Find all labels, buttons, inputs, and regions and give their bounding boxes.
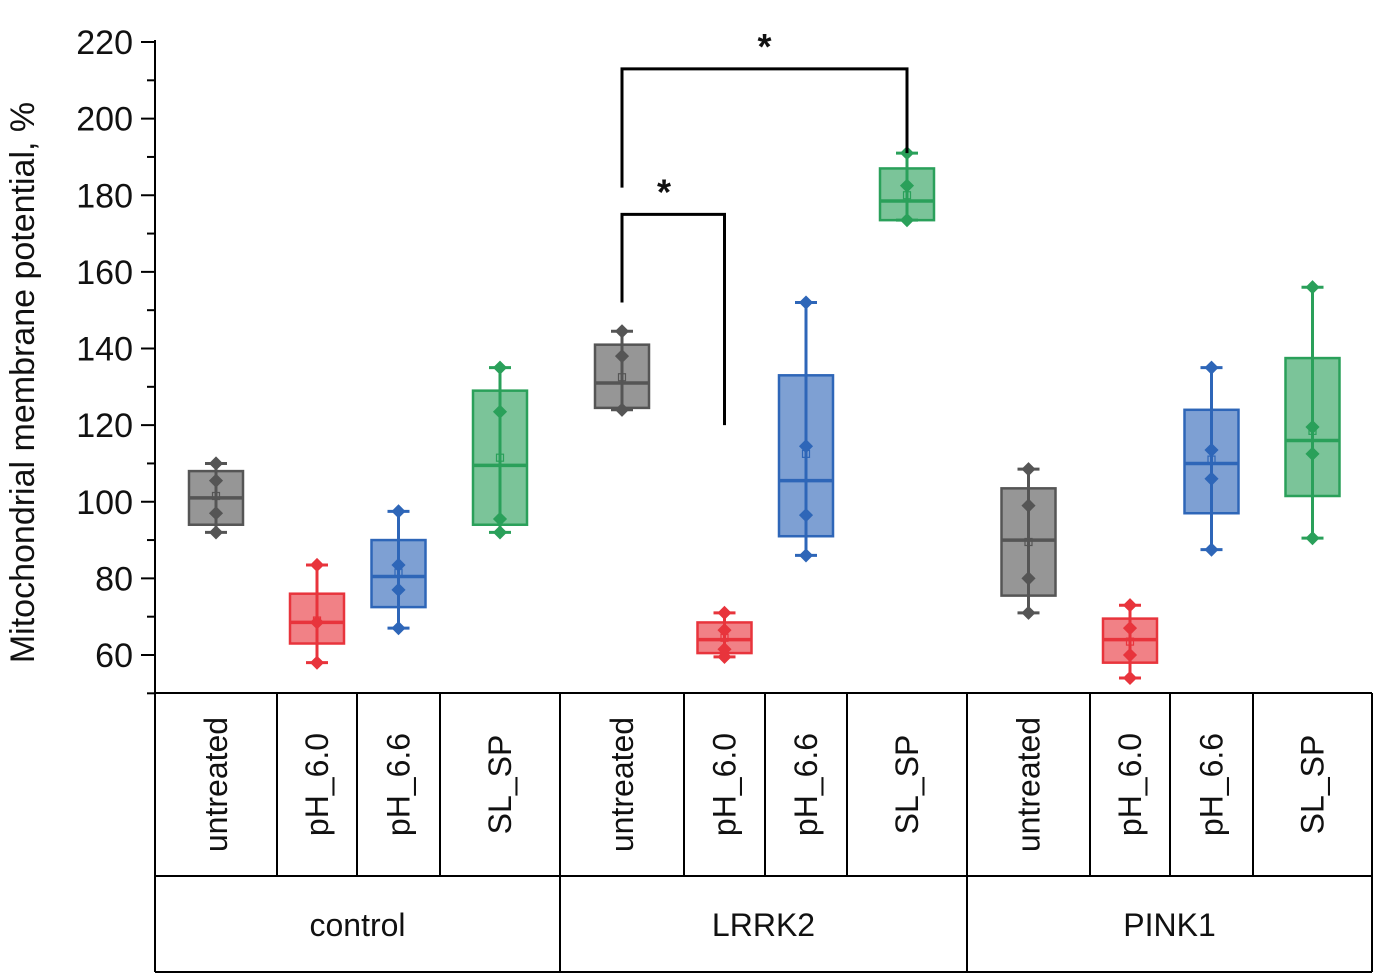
- box-plot-PINK1-pH_6.6: [1183, 360, 1240, 557]
- data-point: [717, 649, 732, 664]
- data-point: [492, 525, 508, 540]
- data-point: [1122, 670, 1138, 686]
- mean-marker: [495, 453, 505, 462]
- data-point: [208, 506, 224, 521]
- category-label: SL_SP: [889, 735, 925, 835]
- box-plot-PINK1-pH_6.0: [1101, 598, 1159, 686]
- mean-marker: [211, 491, 221, 501]
- data-point: [798, 295, 814, 310]
- mean-marker: [617, 373, 627, 382]
- box-plot-LRRK2-pH_6.0: [696, 605, 753, 664]
- mean-marker: [1024, 537, 1033, 547]
- box-plot-LRRK2-untreated: [593, 324, 651, 417]
- data-point: [1305, 419, 1320, 435]
- data-point: [309, 655, 325, 670]
- box-plot-control-untreated: [187, 456, 245, 540]
- data-point: [1305, 446, 1320, 461]
- data-point: [614, 349, 630, 364]
- data-point: [1204, 471, 1219, 486]
- significance-annotations: **: [620, 26, 909, 426]
- data-point: [492, 360, 508, 375]
- data-point: [1021, 571, 1036, 586]
- box-iqr: [1183, 408, 1240, 515]
- y-tick-label: 180: [76, 177, 133, 215]
- data-point: [1122, 647, 1138, 663]
- y-tick-label: 160: [76, 254, 133, 292]
- data-point: [391, 557, 406, 573]
- data-point: [798, 548, 814, 563]
- data-point: [1204, 442, 1219, 458]
- category-label: pH_6.6: [1194, 733, 1230, 836]
- category-label: untreated: [604, 717, 640, 852]
- category-label: pH_6.0: [299, 733, 335, 836]
- data-point: [309, 557, 325, 573]
- box-plot-PINK1-untreated: [1000, 462, 1057, 620]
- y-tick-label: 80: [95, 560, 133, 598]
- significance-star: *: [657, 171, 671, 212]
- box-plots: [187, 146, 1341, 686]
- box-plot-PINK1-SL_SP: [1284, 280, 1341, 546]
- data-point: [391, 582, 406, 597]
- data-point: [899, 178, 915, 193]
- data-point: [208, 525, 224, 540]
- y-tick-label: 120: [76, 407, 133, 445]
- box-plot-control-pH_6.6: [370, 504, 427, 636]
- data-point: [1305, 280, 1320, 295]
- data-point: [1021, 498, 1036, 513]
- y-axis: 60 80 100 120 140 160 180 200 220: [76, 24, 156, 695]
- category-label: untreated: [198, 717, 234, 852]
- data-point: [208, 456, 224, 471]
- box-iqr: [370, 538, 427, 609]
- y-tick-label: 100: [76, 484, 133, 522]
- category-label: pH_6.0: [707, 733, 743, 836]
- data-point: [717, 623, 732, 638]
- data-point: [614, 402, 630, 417]
- data-point: [1305, 531, 1320, 546]
- category-label: pH_6.6: [788, 733, 824, 836]
- group-label: PINK1: [1123, 907, 1215, 943]
- mean-marker: [1125, 637, 1135, 646]
- category-label: pH_6.0: [1112, 733, 1148, 836]
- y-tick-label: 60: [95, 637, 133, 675]
- significance-star: *: [757, 26, 771, 67]
- category-label: SL_SP: [482, 735, 518, 835]
- data-point: [309, 615, 325, 630]
- y-tick-label: 140: [76, 331, 133, 369]
- data-point: [1122, 621, 1138, 636]
- box-plot-LRRK2-pH_6.6: [777, 295, 835, 563]
- data-point: [492, 404, 508, 419]
- significance-bracket: *: [620, 171, 726, 426]
- data-point: [798, 508, 814, 523]
- data-point: [208, 473, 224, 488]
- y-tick-label: 220: [76, 24, 133, 62]
- data-point: [1204, 542, 1219, 557]
- category-label: pH_6.6: [381, 733, 417, 836]
- bracket-line: [620, 67, 909, 188]
- data-point: [899, 213, 915, 228]
- group-label: control: [309, 907, 405, 943]
- y-tick-label: 200: [76, 101, 133, 139]
- box-iqr: [878, 167, 936, 222]
- bracket-line: [620, 212, 726, 426]
- box-plot-control-SL_SP: [471, 360, 529, 540]
- data-point: [1122, 598, 1138, 613]
- data-point: [391, 504, 406, 519]
- data-point: [1021, 462, 1036, 477]
- data-point: [717, 605, 732, 620]
- data-point: [1204, 360, 1219, 375]
- data-point: [1021, 605, 1036, 620]
- data-point: [614, 324, 630, 339]
- data-point: [391, 621, 406, 636]
- box-plot-LRRK2-SL_SP: [878, 146, 936, 228]
- group-label: LRRK2: [712, 907, 815, 943]
- significance-bracket: *: [620, 26, 909, 188]
- data-point: [798, 439, 814, 454]
- box-plot-control-pH_6.0: [288, 557, 346, 670]
- y-axis-label: Mitochondrial membrane potential, %: [4, 102, 42, 663]
- category-label: SL_SP: [1295, 735, 1331, 835]
- category-label: untreated: [1011, 717, 1047, 852]
